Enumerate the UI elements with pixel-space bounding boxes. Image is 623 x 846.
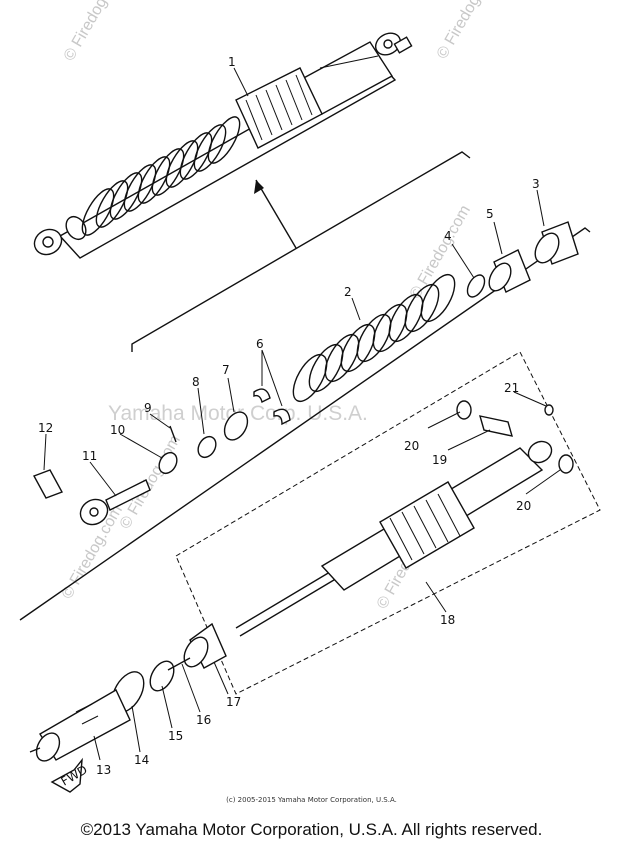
watermark-mid: © Firedog.com: [117, 432, 184, 532]
callout-14: 14: [134, 753, 149, 767]
callout-5: 5: [486, 207, 494, 221]
damper-group: [175, 351, 601, 695]
spring-coils: [81, 116, 241, 236]
callout-1: 1: [228, 55, 236, 69]
spring-part-2: [292, 273, 456, 403]
callout-numbers: 1 2 3 4 5 6 7 8 9 10 11 12 13 14 15 16 1…: [38, 55, 540, 777]
callout-7: 7: [222, 363, 230, 377]
parts-lower-row: [29, 622, 227, 762]
callout-8: 8: [192, 375, 200, 389]
callout-19: 19: [432, 453, 447, 467]
watermark-top-right: © Firedog.com: [434, 0, 501, 62]
callout-20b: 20: [516, 499, 531, 513]
callout-9: 9: [144, 401, 152, 415]
callout-2: 2: [344, 285, 352, 299]
callout-18: 18: [440, 613, 455, 627]
callout-3: 3: [532, 177, 540, 191]
callout-6: 6: [256, 337, 264, 351]
callout-15: 15: [168, 729, 183, 743]
callout-11: 11: [82, 449, 97, 463]
forward-direction-indicator: FWD: [50, 757, 90, 793]
callout-21: 21: [504, 381, 519, 395]
image-copyright: (c) 2005-2015 Yamaha Motor Corporation, …: [226, 796, 397, 804]
parts-spring-row: [19, 189, 591, 621]
callout-16: 16: [196, 713, 211, 727]
shock-absorber-assembly: [33, 32, 413, 259]
assembly-bracket: [131, 151, 471, 352]
footer-copyright: ©2013 Yamaha Motor Corporation, U.S.A. A…: [80, 820, 543, 839]
leader-lines: [43, 67, 561, 761]
callout-13: 13: [96, 763, 111, 777]
callout-10: 10: [110, 423, 125, 437]
watermark-top-left: © Firedog.com: [61, 0, 128, 64]
callout-17: 17: [226, 695, 241, 709]
watermark-center-right: © Firedog.com: [407, 202, 474, 302]
callout-12: 12: [38, 421, 53, 435]
assembly-arrow: [255, 179, 297, 249]
callout-20: 20: [404, 439, 419, 453]
callout-4: 4: [444, 229, 452, 243]
